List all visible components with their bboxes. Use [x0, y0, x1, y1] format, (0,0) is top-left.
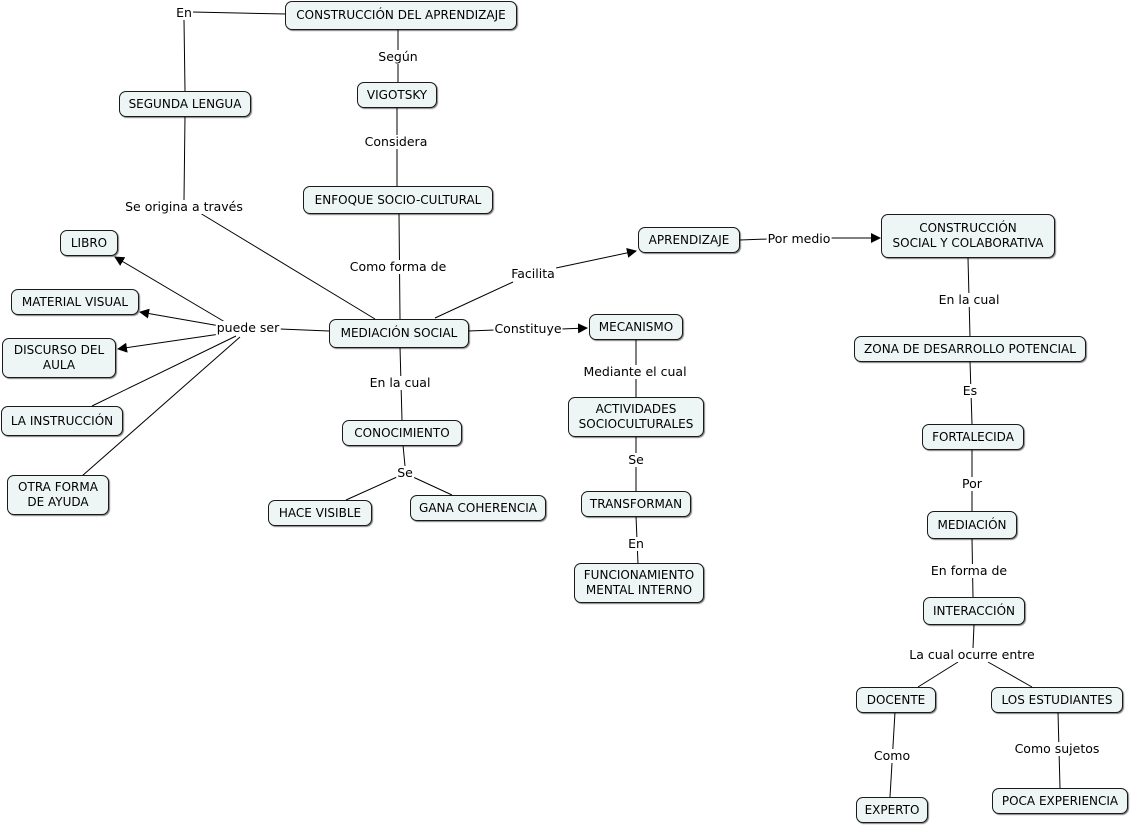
- line-interaccion-ocurre: [972, 624, 975, 649]
- line-puedeser-libro: [114, 256, 231, 326]
- node-segunda-lengua[interactable]: SEGUNDA LENGUA: [119, 91, 251, 117]
- node-discurso-del-aula[interactable]: DISCURSO DEL AULA: [2, 338, 116, 378]
- link-label-en-forma-de: En forma de: [929, 563, 1009, 578]
- node-actividades-socioculturales[interactable]: ACTIVIDADES SOCIOCULTURALES: [568, 397, 704, 437]
- line-mediacion-constituye: [467, 329, 496, 332]
- line-puedeser-discurso: [117, 333, 221, 353]
- link-label-se-1: Se: [396, 465, 414, 480]
- node-enfoque-socio-cultural[interactable]: ENFOQUE SOCIO-CULTURAL: [303, 186, 493, 214]
- node-material-visual[interactable]: MATERIAL VISUAL: [11, 289, 139, 315]
- node-gana-coherencia[interactable]: GANA COHERENCIA: [410, 495, 546, 521]
- line-aprendizaje-pormedio: [739, 238, 769, 241]
- node-conocimiento[interactable]: CONOCIMIENTO: [342, 420, 462, 446]
- link-label-la-cual-ocurre: La cual ocurre entre: [908, 647, 1036, 662]
- link-label-como-sujetos: Como sujetos: [1013, 741, 1101, 756]
- node-experto[interactable]: EXPERTO: [856, 797, 928, 823]
- node-construccion-social-colaborativa[interactable]: CONSTRUCCIÓN SOCIAL Y COLABORATIVA: [881, 214, 1055, 258]
- line-mediacion-facilita: [434, 281, 514, 319]
- link-label-mediante-el-cual: Mediante el cual: [582, 364, 688, 379]
- node-transforman[interactable]: TRANSFORMAN: [581, 491, 691, 517]
- node-fortalecida[interactable]: FORTALECIDA: [922, 424, 1024, 450]
- node-aprendizaje[interactable]: APRENDIZAJE: [638, 227, 740, 253]
- line-puedeser-material: [139, 308, 221, 327]
- link-label-en: En: [175, 5, 193, 20]
- line-segunda-origina: [183, 115, 186, 201]
- line-ocurre-docente: [917, 661, 959, 688]
- line-constituye-mecanismo: [560, 323, 588, 334]
- node-los-estudiantes[interactable]: LOS ESTUDIANTES: [991, 687, 1123, 713]
- line-se-coherencia: [412, 476, 453, 496]
- link-label-se-origina: Se origina a través: [124, 199, 244, 214]
- line-se-hacevisible: [345, 476, 398, 501]
- link-label-en-2: En: [627, 536, 645, 551]
- link-label-considera: Considera: [363, 134, 429, 149]
- line-puedeser-instruccion: [91, 335, 237, 407]
- node-mecanismo[interactable]: MECANISMO: [589, 314, 683, 340]
- line-facilita-aprendizaje: [555, 247, 637, 269]
- link-label-en-la-cual-1: En la cual: [368, 375, 432, 390]
- link-label-por: Por: [961, 476, 983, 491]
- node-mediacion-social[interactable]: MEDIACIÓN SOCIAL: [329, 319, 469, 348]
- node-vigotsky[interactable]: VIGOTSKY: [357, 82, 437, 108]
- node-libro[interactable]: LIBRO: [60, 230, 118, 256]
- node-hace-visible[interactable]: HACE VISIBLE: [268, 500, 372, 526]
- link-label-como: Como: [872, 748, 912, 763]
- node-construccion-aprendizaje[interactable]: CONSTRUCCIÓN DEL APRENDIZAJE: [285, 1, 517, 30]
- line-puedeser-otraforma: [81, 336, 241, 477]
- line-mediacion-puedeser: [279, 328, 330, 332]
- line-construccion-en: [191, 11, 287, 15]
- line-conocimiento-se: [402, 444, 406, 467]
- node-mediacion[interactable]: MEDIACIÓN: [927, 511, 1017, 539]
- link-label-constituye: Constituye: [493, 321, 563, 336]
- link-label-como-forma-de: Como forma de: [348, 259, 448, 274]
- node-zona-desarrollo-potencial[interactable]: ZONA DE DESARROLLO POTENCIAL: [854, 336, 1086, 362]
- line-origina-mediacion: [199, 212, 376, 320]
- node-otra-forma-de-ayuda[interactable]: OTRA FORMA DE AYUDA: [7, 475, 109, 515]
- link-label-se-2: Se: [627, 452, 645, 467]
- link-label-facilita: Facilita: [510, 266, 556, 281]
- link-label-es: Es: [961, 383, 979, 398]
- link-label-por-medio: Por medio: [766, 231, 832, 246]
- link-label-puede-ser: puede ser: [215, 320, 281, 335]
- node-poca-experiencia[interactable]: POCA EXPERIENCIA: [992, 788, 1128, 814]
- link-label-segun: Según: [377, 49, 419, 64]
- line-en-segunda: [183, 19, 186, 92]
- node-funcionamiento-mental-interno[interactable]: FUNCIONAMIENTO MENTAL INTERNO: [574, 563, 704, 603]
- line-ocurre-estudiantes: [987, 661, 1033, 688]
- link-label-en-la-cual-2: En la cual: [937, 292, 1001, 307]
- node-docente[interactable]: DOCENTE: [856, 687, 936, 713]
- node-interaccion[interactable]: INTERACCIÓN: [923, 597, 1025, 625]
- node-la-instruccion[interactable]: LA INSTRUCCIÓN: [1, 406, 123, 436]
